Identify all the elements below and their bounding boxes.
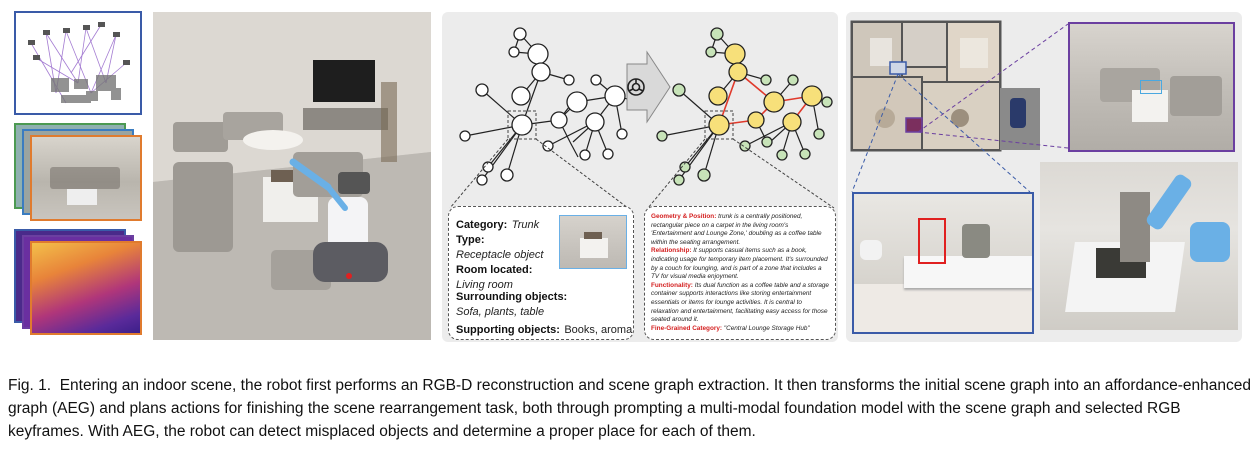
supporting-label: Supporting objects: — [456, 324, 560, 336]
caption-label: Fig. 1. — [8, 377, 52, 394]
lamp-highlight-box — [918, 218, 946, 264]
geometry-text: trunk is a centrally positioned, rectang… — [651, 213, 822, 246]
room-value: Living room — [456, 279, 513, 291]
reconstruction-keyframes — [14, 11, 146, 335]
scene-graph-diagram — [449, 27, 835, 209]
category-value: Trunk — [511, 219, 540, 231]
type-value: Receptacle object — [456, 249, 544, 261]
functionality-label: Functionality: — [651, 281, 693, 289]
robot-scene-image — [153, 12, 431, 340]
functionality-text: Its dual function as a coffee table and … — [651, 281, 829, 324]
foundation-model-icon — [627, 78, 645, 96]
surrounding-label: Surrounding objects: — [456, 291, 568, 303]
relationship-text: It supports casual items such as a book,… — [651, 247, 828, 281]
relationship-label: Relationship: — [651, 247, 692, 255]
type-label: Type: — [456, 234, 485, 246]
transform-arrow — [626, 50, 671, 124]
caption-text: Entering an indoor scene, the robot firs… — [8, 377, 1252, 440]
scene-graph-panel: Category: Trunk Type: Receptacle object … — [442, 12, 838, 342]
geometry-label: Geometry & Position: — [651, 213, 717, 220]
supporting-value: Books, aroma — [564, 324, 633, 336]
camera-poses-view — [14, 11, 142, 115]
zoom-view-bathroom — [852, 192, 1034, 334]
finegrained-text: "Central Lounge Storage Hub" — [723, 324, 810, 332]
depth-frame-front — [30, 241, 142, 335]
room-label: Room located: — [456, 264, 533, 276]
object-attribute-card: Category: Trunk Type: Receptacle object … — [448, 206, 634, 340]
surrounding-value: Sofa, plants, table — [456, 306, 545, 318]
figure-caption: Fig. 1. Entering an indoor scene, the ro… — [8, 374, 1254, 443]
floor-plan-image — [850, 20, 1040, 152]
affordance-description-card: Geometry & Position: trunk is a centrall… — [644, 206, 836, 340]
zoom-view-trunk — [1068, 22, 1235, 152]
trunk-thumbnail — [559, 215, 627, 269]
finegrained-label: Fine-Grained Category: — [651, 324, 723, 332]
category-label: Category: — [456, 219, 508, 231]
robot-scene-render — [153, 12, 431, 340]
rearrangement-panel — [846, 12, 1242, 342]
zoom-view-robot — [1040, 162, 1238, 330]
rgb-frame-front — [30, 135, 142, 221]
camera-poses-image — [28, 22, 130, 104]
